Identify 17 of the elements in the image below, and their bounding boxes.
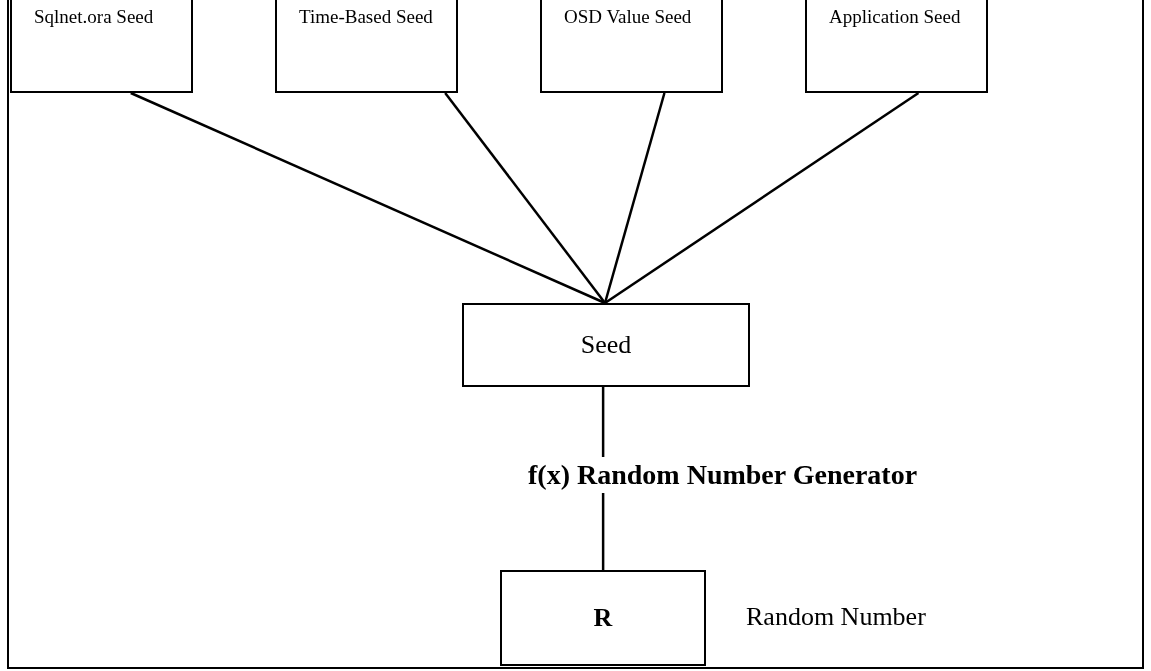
node-label: Application Seed	[829, 5, 962, 29]
node-label: Time-Based Seed	[299, 5, 434, 29]
seed-source-box	[275, 0, 458, 93]
seed-source-box	[540, 0, 723, 93]
node-label: Sqlnet.ora Seed	[34, 5, 155, 29]
seed-box	[462, 303, 750, 387]
connector-line	[603, 92, 666, 304]
connector-line	[130, 91, 606, 305]
node-label: R	[592, 603, 614, 633]
connector-line	[604, 91, 920, 305]
node-label: Seed	[579, 330, 633, 360]
seed-source-box	[10, 0, 193, 93]
connector-line	[444, 92, 606, 304]
node-label: OSD Value Seed	[564, 5, 693, 29]
seed-source-box	[805, 0, 988, 93]
side-caption: Random Number	[746, 602, 926, 632]
result-box	[500, 570, 706, 666]
